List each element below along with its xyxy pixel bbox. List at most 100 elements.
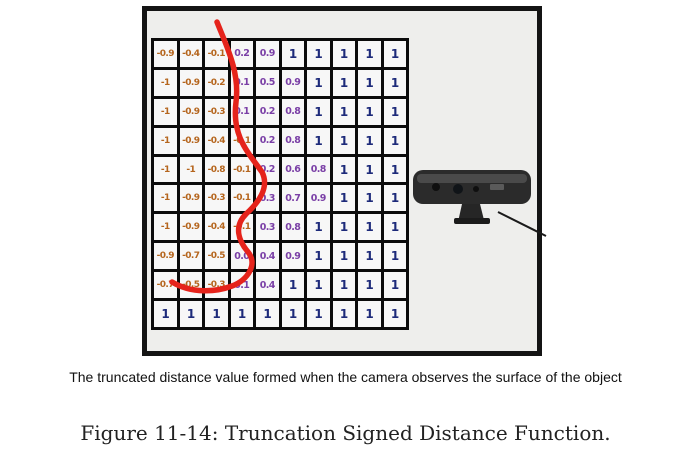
grid-cell: 1 xyxy=(154,301,177,327)
grid-cell: 0.2 xyxy=(256,127,279,154)
grid-cell: 0.3 xyxy=(256,185,279,212)
grid-cell: -0.1 xyxy=(230,127,253,154)
grid-cell: 0.9 xyxy=(281,69,304,96)
grid-cell: -0.5 xyxy=(179,272,202,299)
grid-cell: 1 xyxy=(358,214,381,241)
grid-cell: 0.4 xyxy=(256,272,279,299)
grid-cell: -0.9 xyxy=(179,214,202,241)
grid-cell: 1 xyxy=(307,243,330,270)
grid-cell: 1 xyxy=(358,272,381,299)
grid-cell: -0.9 xyxy=(179,98,202,125)
grid-cell: 0.8 xyxy=(307,156,330,183)
grid-cell: 0.2 xyxy=(256,98,279,125)
grid-cell: 1 xyxy=(358,98,381,125)
grid-cell: 1 xyxy=(383,214,406,241)
grid-cell: 1 xyxy=(358,41,381,67)
grid-cell: 1 xyxy=(332,185,355,212)
grid-cell: -1 xyxy=(154,98,177,125)
grid-cell: 1 xyxy=(358,185,381,212)
grid-cell: 1 xyxy=(307,272,330,299)
grid-cell: 1 xyxy=(281,272,304,299)
grid-cell: 1 xyxy=(383,41,406,67)
grid-cell: -0.9 xyxy=(154,243,177,270)
grid-cell: -1 xyxy=(154,214,177,241)
grid-cell: 0.6 xyxy=(281,156,304,183)
grid-cell: 0.8 xyxy=(281,98,304,125)
grid-cell: 0.8 xyxy=(281,214,304,241)
grid-cell: -1 xyxy=(154,127,177,154)
figure-title: Figure 11-14: Truncation Signed Distance… xyxy=(80,421,611,445)
grid-cell: 1 xyxy=(332,41,355,67)
grid-cell: 0.0 xyxy=(230,243,253,270)
grid-cell: 1 xyxy=(358,127,381,154)
grid-cell: 0.9 xyxy=(281,243,304,270)
grid-cell: 1 xyxy=(179,301,202,327)
grid-cell: -1 xyxy=(154,69,177,96)
grid-cell: 1 xyxy=(383,272,406,299)
grid-cell: -0.3 xyxy=(205,98,228,125)
grid-cell: 0.2 xyxy=(256,156,279,183)
grid-cell: -0.9 xyxy=(179,127,202,154)
grid-cell: 1 xyxy=(332,272,355,299)
grid-cell: 0.7 xyxy=(281,185,304,212)
grid-cell: 1 xyxy=(307,69,330,96)
grid-cell: 1 xyxy=(383,185,406,212)
grid-cell: 1 xyxy=(383,301,406,327)
grid-cell: 1 xyxy=(307,41,330,67)
grid-cell: 1 xyxy=(307,98,330,125)
grid-cell: 0.1 xyxy=(230,69,253,96)
grid-cell: 0.1 xyxy=(230,272,253,299)
grid-cell: 0.3 xyxy=(256,214,279,241)
grid-cell: -1 xyxy=(154,185,177,212)
grid-cell: -0.1 xyxy=(230,156,253,183)
grid-cell: -0.7 xyxy=(179,243,202,270)
grid-cell: -0.4 xyxy=(179,41,202,67)
grid-cell: -0.4 xyxy=(205,214,228,241)
grid-cell: -0.5 xyxy=(205,243,228,270)
grid-cell: 1 xyxy=(358,69,381,96)
grid-cell: 1 xyxy=(256,301,279,327)
grid-cell: 1 xyxy=(332,127,355,154)
grid-cell: 1 xyxy=(205,301,228,327)
grid-cell: 0.2 xyxy=(230,41,253,67)
grid-cell: 0.9 xyxy=(256,41,279,67)
grid-cell: 1 xyxy=(230,301,253,327)
grid-cell: -0.1 xyxy=(230,214,253,241)
grid-cell: -1 xyxy=(154,156,177,183)
grid-cell: 1 xyxy=(281,41,304,67)
grid-cell: 1 xyxy=(358,243,381,270)
grid-cell: -0.3 xyxy=(205,272,228,299)
grid-cell: -0.9 xyxy=(154,41,177,67)
grid-cell: 1 xyxy=(332,156,355,183)
grid-cell: 1 xyxy=(383,243,406,270)
grid-cell: -0.9 xyxy=(179,185,202,212)
grid-cell: 1 xyxy=(332,214,355,241)
grid-cell: -0.4 xyxy=(205,127,228,154)
grid-cell: 0.1 xyxy=(230,98,253,125)
grid-cell: 1 xyxy=(358,156,381,183)
grid-cell: 1 xyxy=(307,127,330,154)
grid-cell: -0.1 xyxy=(230,185,253,212)
grid-cell: -1 xyxy=(179,156,202,183)
grid-cell: -0.1 xyxy=(205,41,228,67)
grid-cell: 0.9 xyxy=(307,185,330,212)
grid-cell: 1 xyxy=(383,98,406,125)
grid-cell: 1 xyxy=(332,98,355,125)
grid-cell: 1 xyxy=(307,301,330,327)
grid-cell: 1 xyxy=(358,301,381,327)
grid-cell: 1 xyxy=(332,243,355,270)
grid-cell: 0.4 xyxy=(256,243,279,270)
grid-cell: -0.7 xyxy=(154,272,177,299)
grid-cell: 1 xyxy=(332,301,355,327)
grid-cell: 1 xyxy=(307,214,330,241)
grid-cell: 0.8 xyxy=(281,127,304,154)
grid-cell: 0.5 xyxy=(256,69,279,96)
grid-cell: 1 xyxy=(383,69,406,96)
image-caption: The truncated distance value formed when… xyxy=(69,369,622,385)
grid-cell: 1 xyxy=(332,69,355,96)
grid-cell: -0.8 xyxy=(205,156,228,183)
grid-cell: 1 xyxy=(281,301,304,327)
grid-cell: 1 xyxy=(383,156,406,183)
grid-cell: -0.3 xyxy=(205,185,228,212)
